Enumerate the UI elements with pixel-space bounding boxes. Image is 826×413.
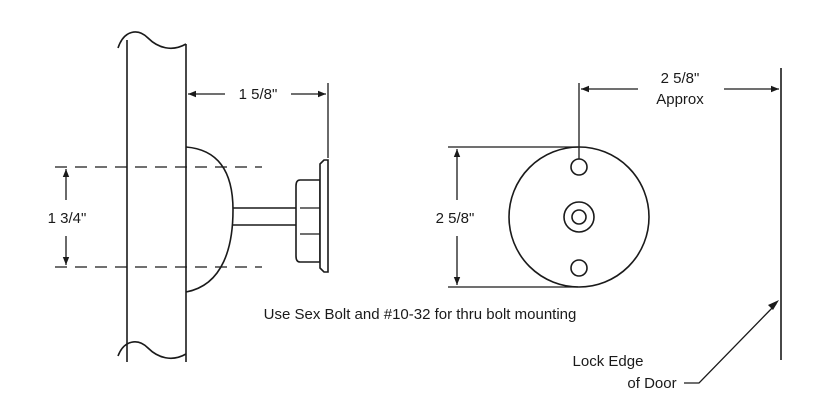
stem xyxy=(233,207,300,226)
center-bolt-inner xyxy=(571,209,587,225)
dimension-width-label: 1 5/8" xyxy=(239,86,278,103)
dimension-offset: 2 5/8" Approx xyxy=(578,70,779,159)
dimension-height-label: 1 3/4" xyxy=(48,210,87,227)
mounting-hole-top xyxy=(570,158,588,176)
lock-edge-label-line2: of Door xyxy=(627,375,676,392)
dimension-offset-label: 2 5/8" xyxy=(661,70,700,87)
dimension-width: 1 5/8" xyxy=(188,83,329,158)
door-section xyxy=(117,31,187,362)
dimension-diameter-label: 2 5/8" xyxy=(436,210,475,227)
center-bolt-outer xyxy=(563,201,595,233)
front-view: 2 5/8" 2 5/8" Approx Lock Edge of Door xyxy=(436,68,782,392)
hex-nut xyxy=(295,159,329,273)
dimension-height: 1 3/4" xyxy=(48,169,87,265)
knob-dome xyxy=(185,146,234,293)
rosette-disc xyxy=(508,146,650,288)
dimension-diameter: 2 5/8" xyxy=(436,146,578,288)
side-view: 1 3/4" 1 5/8" xyxy=(48,31,329,362)
lock-edge-label-line1: Lock Edge xyxy=(573,353,644,370)
lock-edge-leader xyxy=(684,300,779,384)
mounting-note: Use Sex Bolt and #10-32 for thru bolt mo… xyxy=(264,306,577,323)
mounting-hole-bottom xyxy=(570,259,588,277)
dimension-offset-approx: Approx xyxy=(656,91,704,108)
